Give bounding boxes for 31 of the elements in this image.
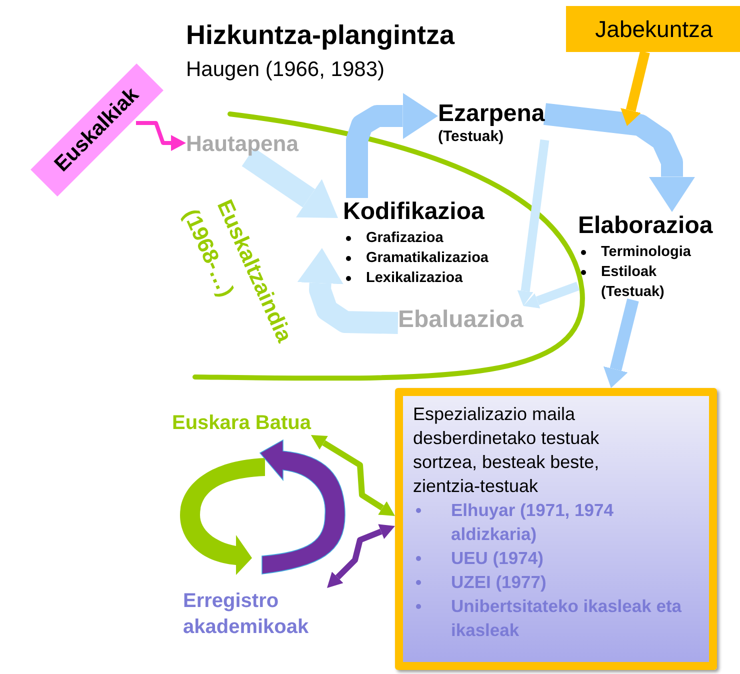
bullet-item: Estiloak (Testuak) <box>601 263 666 302</box>
stage-heading: Kodifikazioa <box>343 198 486 226</box>
stage-label: Euskara Batua <box>172 412 311 435</box>
stage-label: Hautapena <box>186 131 298 157</box>
stage-heading: Ezarpena <box>438 100 545 128</box>
arrow <box>543 103 696 212</box>
arrow <box>242 148 338 218</box>
bullet-item: UEU (1974) <box>451 547 544 570</box>
bullet-item: Unibertsitateko ikasleak eta ikasleak <box>451 595 683 642</box>
bullet-item: Terminologia <box>601 243 692 262</box>
stage-label: Ebaluazioa <box>398 306 524 334</box>
subheading: (Testuak) <box>438 128 505 145</box>
bullet-item: Elhuyar (1971, 1974 aldizkaria) <box>451 499 614 546</box>
bullet-item: UZEI (1977) <box>451 571 548 594</box>
info-panel <box>395 388 717 670</box>
bullet-item: Gramatikalizazioa <box>366 249 490 268</box>
subtitle: Haugen (1966, 1983) <box>186 58 384 82</box>
arrow <box>327 524 395 588</box>
bullet-item: Lexikalizazioa <box>366 269 464 288</box>
stage-label: Erregistro akademikoak <box>183 588 353 640</box>
description-text: Espezializazio maila desberdinetako testuak sortzea, besteak beste, zientzia-testuak <box>413 403 600 498</box>
arrow <box>603 298 639 388</box>
stage-heading: Elaborazioa <box>578 212 713 240</box>
arrow <box>310 435 395 516</box>
arrow <box>517 139 550 306</box>
title: Hizkuntza-plangintza <box>186 20 454 51</box>
arrow <box>523 282 580 308</box>
tag-label: Jabekuntza <box>566 6 740 52</box>
arrow <box>136 121 186 151</box>
arrow <box>620 50 650 126</box>
bullet-item: Grafizazioa <box>366 229 444 248</box>
